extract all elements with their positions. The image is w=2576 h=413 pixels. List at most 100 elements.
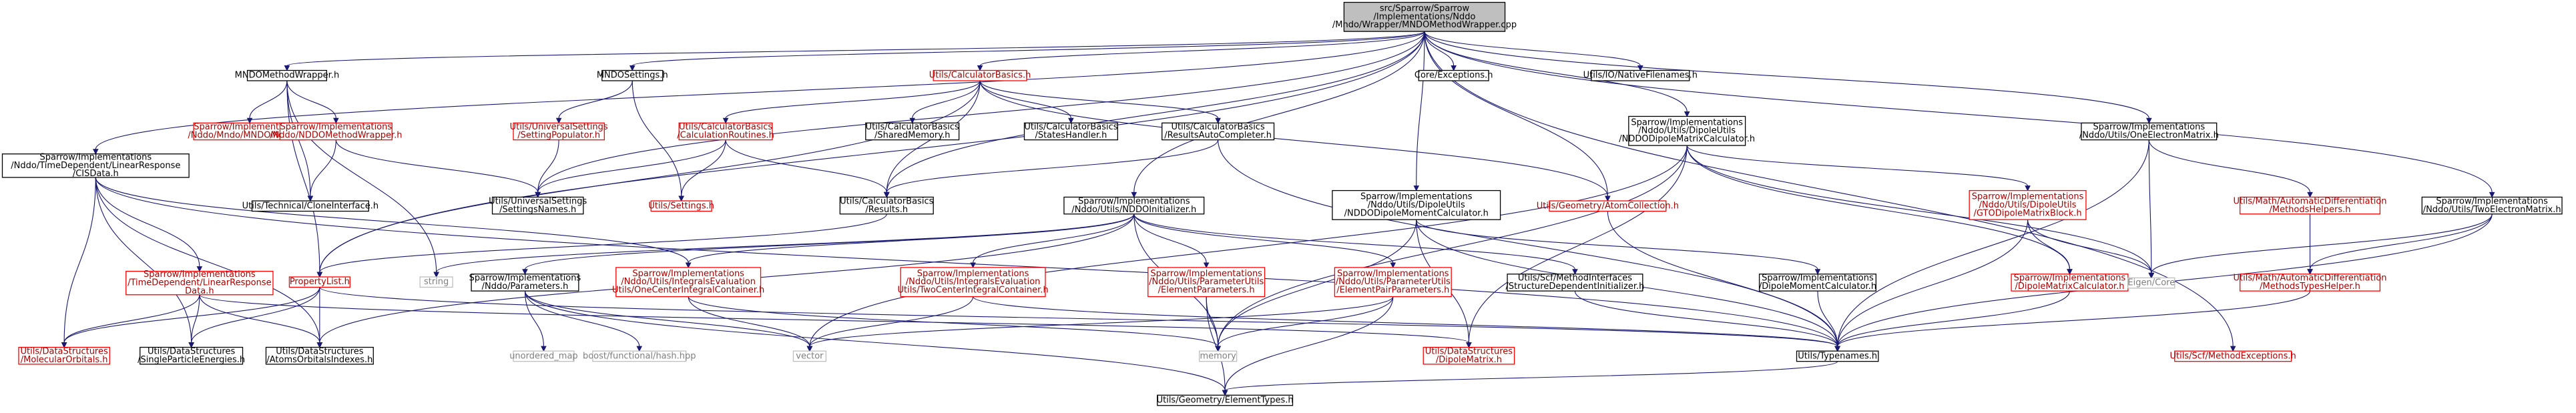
node-autodiff-methods-helpers[interactable]: Utils/Math/AutomaticDifferentiation/Meth… — [2234, 196, 2387, 214]
node-shared-memory[interactable]: Utils/CalculatorBasics/SharedMemory.h — [865, 122, 960, 141]
edge-calculator_basics-to-calc_routines — [722, 80, 981, 124]
node-single-particle-energies[interactable]: Utils/DataStructures/SingleParticleEnerg… — [138, 346, 245, 364]
node-typenames[interactable]: Utils/Typenames.h — [1796, 350, 1879, 362]
node-label-line: /CISData.h — [73, 169, 119, 179]
node-box — [1758, 274, 1877, 292]
node-box — [419, 276, 453, 288]
node-label-line: Sparrow/Implementations — [1150, 269, 1262, 279]
edge-results-to-property_list — [316, 214, 887, 278]
edge-root-to-atom_collection — [1424, 31, 1611, 202]
node-label-line: Sparrow/Implementations — [1631, 117, 1743, 127]
node-label-line: PropertyList.h — [290, 277, 350, 287]
node-label-line: Sparrow/Implementations — [1360, 191, 1473, 201]
node-settings-names[interactable]: Utils/UniversalSettings/SettingsNames.h — [489, 196, 587, 214]
node-utils-settings[interactable]: Utils/Settings.h — [648, 200, 714, 212]
node-label-line: Data.h — [185, 286, 214, 296]
node-calc-routines[interactable]: Utils/CalculatorBasics/CalculationRoutin… — [677, 122, 774, 140]
node-structure-dependent-initializer[interactable]: Utils/Scf/MethodInterfaces/StructureDepe… — [1506, 274, 1645, 292]
node-two-center-integral-container[interactable]: Sparrow/Implementations/Nddo/Utils/Integ… — [898, 267, 1049, 298]
node-nddo-method-wrapper[interactable]: Sparrow/Implementations/Nddo/NDDOMethodW… — [270, 122, 402, 140]
node-label-line: Sparrow/Implementations — [2436, 196, 2548, 206]
edge-two_center_integral_container-to-vector — [806, 296, 974, 352]
node-one-electron-matrix[interactable]: Sparrow/Implementations/Nddo/Utils/OneEl… — [2079, 122, 2219, 140]
edge-gto_dipole_block-to-dipole_matrix_calc — [2027, 220, 2073, 275]
node-gto-dipole-block[interactable]: Sparrow/Implementations/Nddo/Utils/Dipol… — [1969, 189, 2087, 220]
node-label-line: /MethodsTypesHelper.h — [2260, 282, 2360, 292]
node-label-line: /TimeDependent/LinearResponse — [127, 278, 272, 288]
edge-root-to-dipole_moment_calc_nddo — [1413, 31, 1425, 191]
node-autodiff-methods-types-helper[interactable]: Utils/Math/AutomaticDifferentiation/Meth… — [2234, 274, 2387, 292]
node-label-line: /Nddo/Utils/OneElectronMatrix.h — [2079, 131, 2219, 141]
edge-element_pair_parameters-to-vector — [806, 296, 1394, 352]
node-nddo-initializer[interactable]: Sparrow/Implementations/Nddo/Utils/NDDOI… — [1063, 196, 1205, 215]
edge-nddo_method_wrapper-to-clone_interface — [307, 139, 336, 202]
edge-root-to-native_filenames — [1424, 31, 1643, 71]
node-box — [251, 200, 369, 212]
node-element-pair-parameters[interactable]: Sparrow/Implementations/Nddo/Utils/Param… — [1334, 267, 1452, 298]
node-core-exceptions[interactable]: Core/Exceptions.h — [1414, 69, 1493, 81]
node-native-filenames[interactable]: Utils/IO/NativeFilenames.h — [1583, 69, 1698, 81]
node-nddo-parameters[interactable]: Sparrow/Implementations/Nddo/Parameters.… — [469, 274, 581, 292]
edge-calc_routines-to-results — [725, 139, 890, 198]
edge-nddo_initializer-to-element_parameters — [1133, 214, 1210, 269]
node-box — [1, 153, 190, 178]
node-label-line: /Nddo/Utils/DipoleUtils — [1638, 126, 1736, 136]
edge-dipole_matrix_calc_nddo-to-gto_dipole_block — [1686, 145, 2031, 191]
node-label-line: /NDDODipoleMomentCalculator.h — [1344, 208, 1489, 218]
node-mndo-method-wrapper[interactable]: MNDOMethodWrapper.h — [235, 69, 340, 81]
node-box — [678, 122, 773, 141]
edge-two_electron_matrix-to-eigen_core — [2148, 214, 2493, 279]
node-box — [288, 276, 350, 288]
node-label-line: /Nddo/Utils/ParameterUtils — [1149, 277, 1264, 287]
edge-td_lr_cis-to-td_lr_data — [95, 177, 203, 272]
node-label-line: /DipoleMomentCalculator.h — [1759, 282, 1876, 292]
node-label-line: /Results.h — [865, 205, 908, 215]
node-atoms-orbitals-indexes[interactable]: Utils/DataStructures/AtomsOrbitalsIndexe… — [265, 346, 374, 365]
node-dipole-matrix[interactable]: Utils/DataStructures/DipoleMatrix.h — [1423, 346, 1515, 365]
edge-root-to-method_exceptions — [1424, 31, 2236, 352]
node-results[interactable]: Utils/CalculatorBasics/Results.h — [839, 196, 934, 215]
node-root[interactable]: src/Sparrow/Sparrow/Implementations/Nddo… — [1332, 1, 1517, 32]
edge-td_lr_data-to-molecular_orbitals — [61, 294, 200, 348]
node-box — [513, 350, 575, 362]
node-td-lr-cis[interactable]: Sparrow/Implementations/Nddo/TimeDepende… — [1, 152, 190, 179]
edge-root-to-core_exceptions — [1424, 31, 1457, 71]
node-label-line: Utils/Geometry/ElementTypes.h — [1157, 395, 1294, 405]
edge-calculator_basics-to-shared_memory — [909, 80, 981, 124]
node-universal-settings-populator[interactable]: Utils/UniversalSettings/SettingPopulator… — [510, 122, 608, 140]
node-td-lr-data[interactable]: Sparrow/Implementations/TimeDependent/Li… — [125, 270, 274, 296]
edge-calculator_basics-to-states_handler — [979, 80, 1074, 124]
node-atom-collection[interactable]: Utils/Geometry/AtomCollection.h — [1537, 200, 1679, 212]
edge-element_pair_parameters-to-element_types — [1222, 296, 1394, 396]
node-method-exceptions[interactable]: Utils/Scf/MethodExceptions.h — [2170, 350, 2296, 362]
node-label-line: /Nddo/Utils/ParameterUtils — [1336, 277, 1451, 287]
node-dipole-moment-calc[interactable]: Sparrow/Implementations/DipoleMomentCalc… — [1759, 274, 1876, 292]
node-box — [592, 350, 687, 362]
node-property-list[interactable]: PropertyList.h — [288, 276, 350, 288]
node-results-autocompleter[interactable]: Utils/CalculatorBasics/ResultsAutoComple… — [1162, 122, 1275, 141]
node-label-line: Sparrow/Implementations — [194, 122, 306, 132]
node-label-line: string — [424, 277, 449, 287]
node-label-line: /MolecularOrbitals.h — [21, 355, 108, 365]
node-states-handler[interactable]: Utils/CalculatorBasics/StatesHandler.h — [1023, 122, 1118, 141]
node-eigen-core: Eigen/Core — [2127, 277, 2175, 289]
node-label-line: Utils/CalculatorBasics — [840, 196, 933, 206]
node-one-center-integral-container[interactable]: Sparrow/Implementations/Nddo/Utils/Integ… — [612, 267, 764, 298]
edge-results_autocompleter-to-typenames — [1218, 139, 1840, 352]
node-clone-interface[interactable]: Utils/Technical/CloneInterface.h — [242, 200, 379, 212]
node-dipole-matrix-calc[interactable]: Sparrow/Implementations/DipoleMatrixCalc… — [2011, 274, 2129, 292]
edge-mndo_method_wrapper-to-nddo_method_wrapper — [286, 80, 339, 124]
edge-root-to-mndo_method_wrapper — [284, 31, 1425, 71]
node-box — [1162, 122, 1275, 141]
edge-td_lr_cis-to-one_center_integral_container — [95, 177, 692, 269]
node-element-types[interactable]: Utils/Geometry/ElementTypes.h — [1157, 394, 1294, 406]
node-dipole-matrix-calc-nddo[interactable]: Sparrow/Implementations/Nddo/Utils/Dipol… — [1619, 115, 1755, 146]
node-molecular-orbitals[interactable]: Utils/DataStructures/MolecularOrbitals.h — [18, 346, 110, 365]
node-label-line: Sparrow/Implementations — [1762, 274, 1874, 284]
node-label-line: src/Sparrow/Sparrow — [1380, 3, 1470, 13]
node-mndo-settings[interactable]: MNDOSettings.h — [597, 69, 668, 81]
node-calculator-basics[interactable]: Utils/CalculatorBasics.h — [929, 69, 1031, 81]
node-dipole-moment-calc-nddo[interactable]: Sparrow/Implementations/Nddo/Utils/Dipol… — [1332, 189, 1501, 220]
node-element-parameters[interactable]: Sparrow/Implementations/Nddo/Utils/Param… — [1147, 267, 1266, 298]
node-two-electron-matrix[interactable]: Sparrow/Implementations/Nddo/Utils/TwoEl… — [2421, 196, 2563, 215]
